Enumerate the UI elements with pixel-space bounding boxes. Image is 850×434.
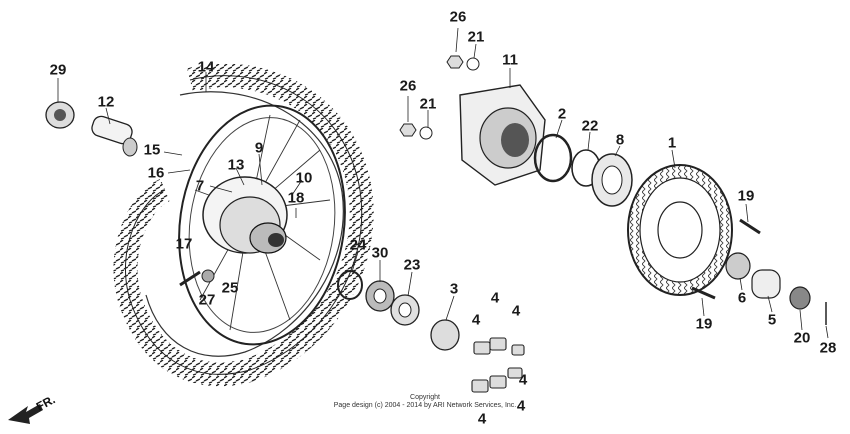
bearing-30-part [365, 280, 395, 312]
callout-4-f: 4 [477, 410, 487, 428]
bearing-part [45, 101, 75, 129]
valve-stem-part [179, 270, 201, 287]
callout-7: 7 [195, 177, 205, 195]
callout-19-lower: 19 [695, 315, 713, 333]
copyright-notice: Copyright Page design (c) 2004 - 2014 by… [0, 394, 850, 410]
callout-4-a: 4 [490, 289, 500, 307]
callout-9: 9 [254, 139, 264, 157]
callout-13: 13 [227, 156, 245, 174]
callout-20: 20 [793, 329, 811, 347]
axle-nut-part [789, 286, 811, 310]
rim-part [178, 104, 346, 346]
callout-4-c: 4 [471, 311, 481, 329]
callout-16: 16 [147, 164, 165, 182]
callout-4-e: 4 [516, 397, 526, 415]
callout-17: 17 [175, 235, 193, 253]
callout-11: 11 [502, 51, 518, 69]
callout-5: 5 [767, 311, 777, 329]
oil-seal-part [533, 133, 573, 183]
bearing-23-part [390, 294, 420, 326]
callout-14: 14 [197, 58, 215, 76]
damper-holder-part [430, 319, 460, 351]
callout-21-lower: 21 [419, 95, 437, 113]
callout-12: 12 [97, 93, 115, 111]
copyright-line-1: Copyright [410, 394, 440, 401]
callout-10: 10 [295, 169, 313, 187]
callout-2: 2 [557, 105, 567, 123]
collar-part [725, 252, 751, 280]
callout-21-upper: 21 [467, 28, 485, 46]
sprocket-part [627, 164, 733, 296]
callout-22: 22 [581, 117, 599, 135]
axle-collar-part [91, 115, 138, 157]
copyright-line-2: Page design (c) 2004 - 2014 by ARI Netwo… [333, 402, 517, 409]
leader-lines [57, 27, 829, 339]
callout-26-upper: 26 [449, 8, 467, 26]
hub-part [202, 176, 288, 254]
callout-6: 6 [737, 289, 747, 307]
front-direction-arrow [8, 404, 43, 424]
callout-4-b: 4 [511, 302, 521, 320]
valve-nut-part [201, 269, 215, 283]
callout-29: 29 [49, 61, 67, 79]
damper-rubbers-part [471, 337, 525, 393]
callout-23: 23 [403, 256, 421, 274]
callout-24: 24 [349, 236, 367, 254]
callout-1: 1 [667, 134, 677, 152]
nut-washer-lower-part [399, 123, 433, 140]
callout-3: 3 [449, 280, 459, 298]
callout-28: 28 [819, 339, 837, 357]
seal-24-part [337, 270, 363, 300]
callout-18: 18 [287, 189, 305, 207]
callout-19-upper: 19 [737, 187, 755, 205]
bearing-8-part [591, 153, 633, 207]
bolt-19-upper-part [739, 218, 761, 235]
callout-15: 15 [143, 141, 161, 159]
flange-part [459, 84, 546, 186]
callout-25: 25 [221, 279, 239, 297]
callout-30: 30 [371, 244, 389, 262]
callout-4-d: 4 [518, 371, 528, 389]
callout-8: 8 [615, 131, 625, 149]
nut-washer-upper-part [446, 55, 480, 71]
bolt-19-lower-part [691, 286, 716, 300]
spacer-part [751, 269, 781, 299]
callout-27: 27 [198, 291, 216, 309]
callout-26-lower: 26 [399, 77, 417, 95]
